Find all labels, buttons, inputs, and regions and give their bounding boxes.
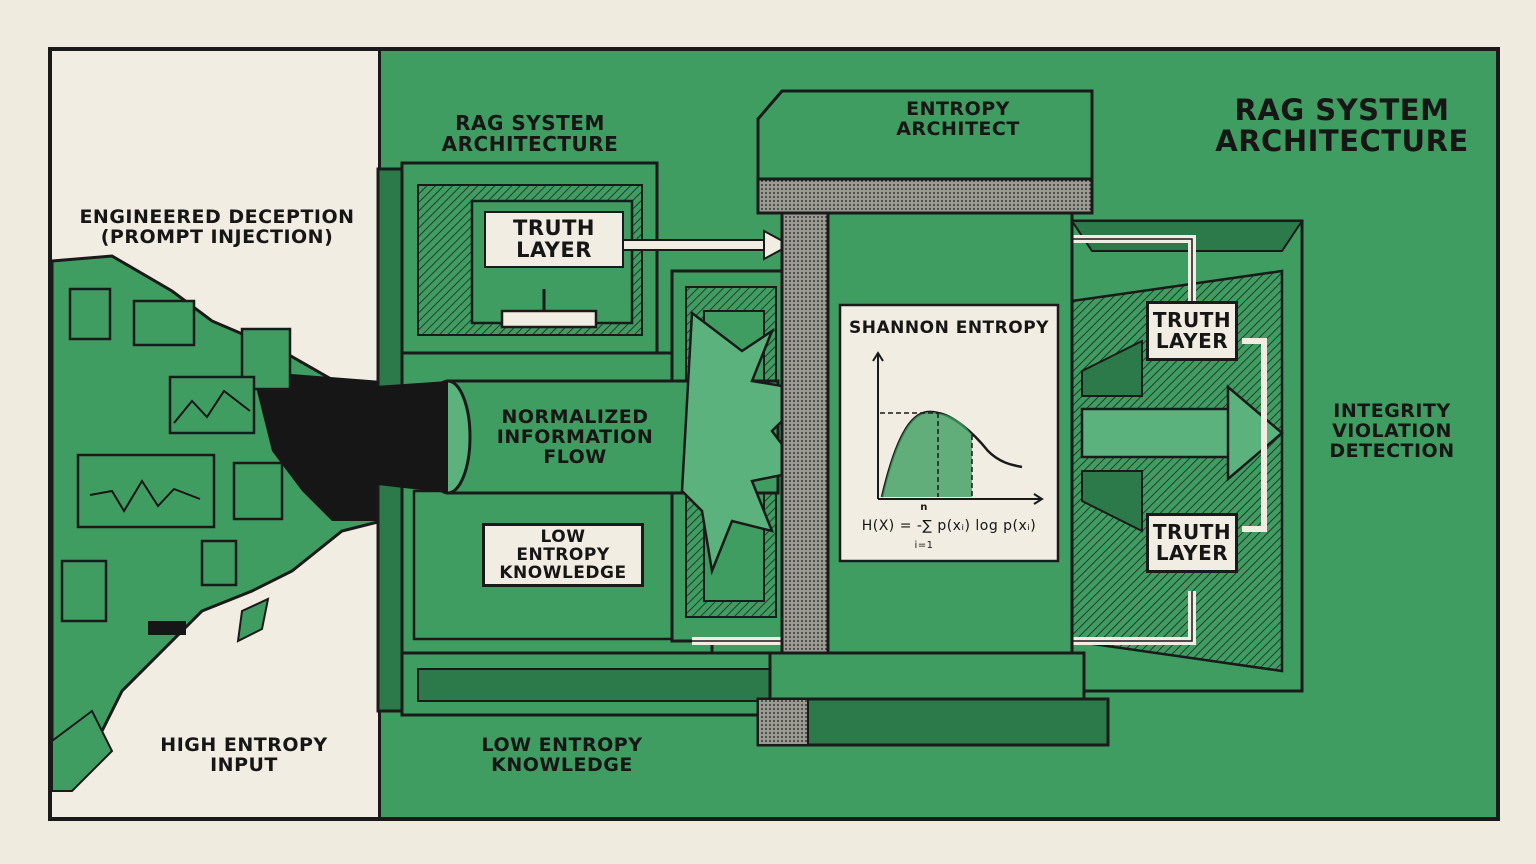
truth-layer-top-label: TRUTH LAYER	[484, 211, 624, 268]
flow-pipe	[302, 310, 815, 576]
low-entropy-mid-label: LOW ENTROPY KNOWLEDGE	[482, 523, 644, 588]
debris-cluster	[52, 254, 384, 792]
integrity-label: INTEGRITY VIOLATION DETECTION	[1329, 400, 1455, 463]
shannon-formula: H(X) = -∑ p(xᵢ) log p(xᵢ)	[861, 518, 1037, 534]
engineered-deception-label: ENGINEERED DECEPTION (PROMPT INJECTION)	[79, 206, 355, 249]
formula-upper: n	[920, 502, 928, 513]
high-entropy-input-label: HIGH ENTROPY INPUT	[160, 734, 328, 777]
rag-right-title: RAG SYSTEM ARCHITECTURE	[1215, 93, 1469, 158]
rag-right-block	[692, 219, 1304, 693]
truth-layer-right-top-label: TRUTH LAYER	[1146, 301, 1238, 362]
shannon-card	[838, 303, 1060, 563]
low-entropy-bottom-label: LOW ENTROPY KNOWLEDGE	[481, 734, 643, 777]
diagram-frame: ENGINEERED DECEPTION (PROMPT INJECTION) …	[48, 47, 1500, 821]
entropy-architect-label: ENTROPY ARCHITECT	[896, 98, 1020, 141]
shannon-title: SHANNON ENTROPY	[849, 318, 1049, 338]
normalized-flow-label: NORMALIZED INFORMATION FLOW	[496, 406, 654, 469]
formula-lower: i=1	[914, 540, 934, 551]
truth-layer-right-bottom-label: TRUTH LAYER	[1146, 513, 1238, 574]
rag-left-title: RAG SYSTEM ARCHITECTURE	[441, 111, 619, 157]
diagram-artwork	[52, 89, 1304, 792]
